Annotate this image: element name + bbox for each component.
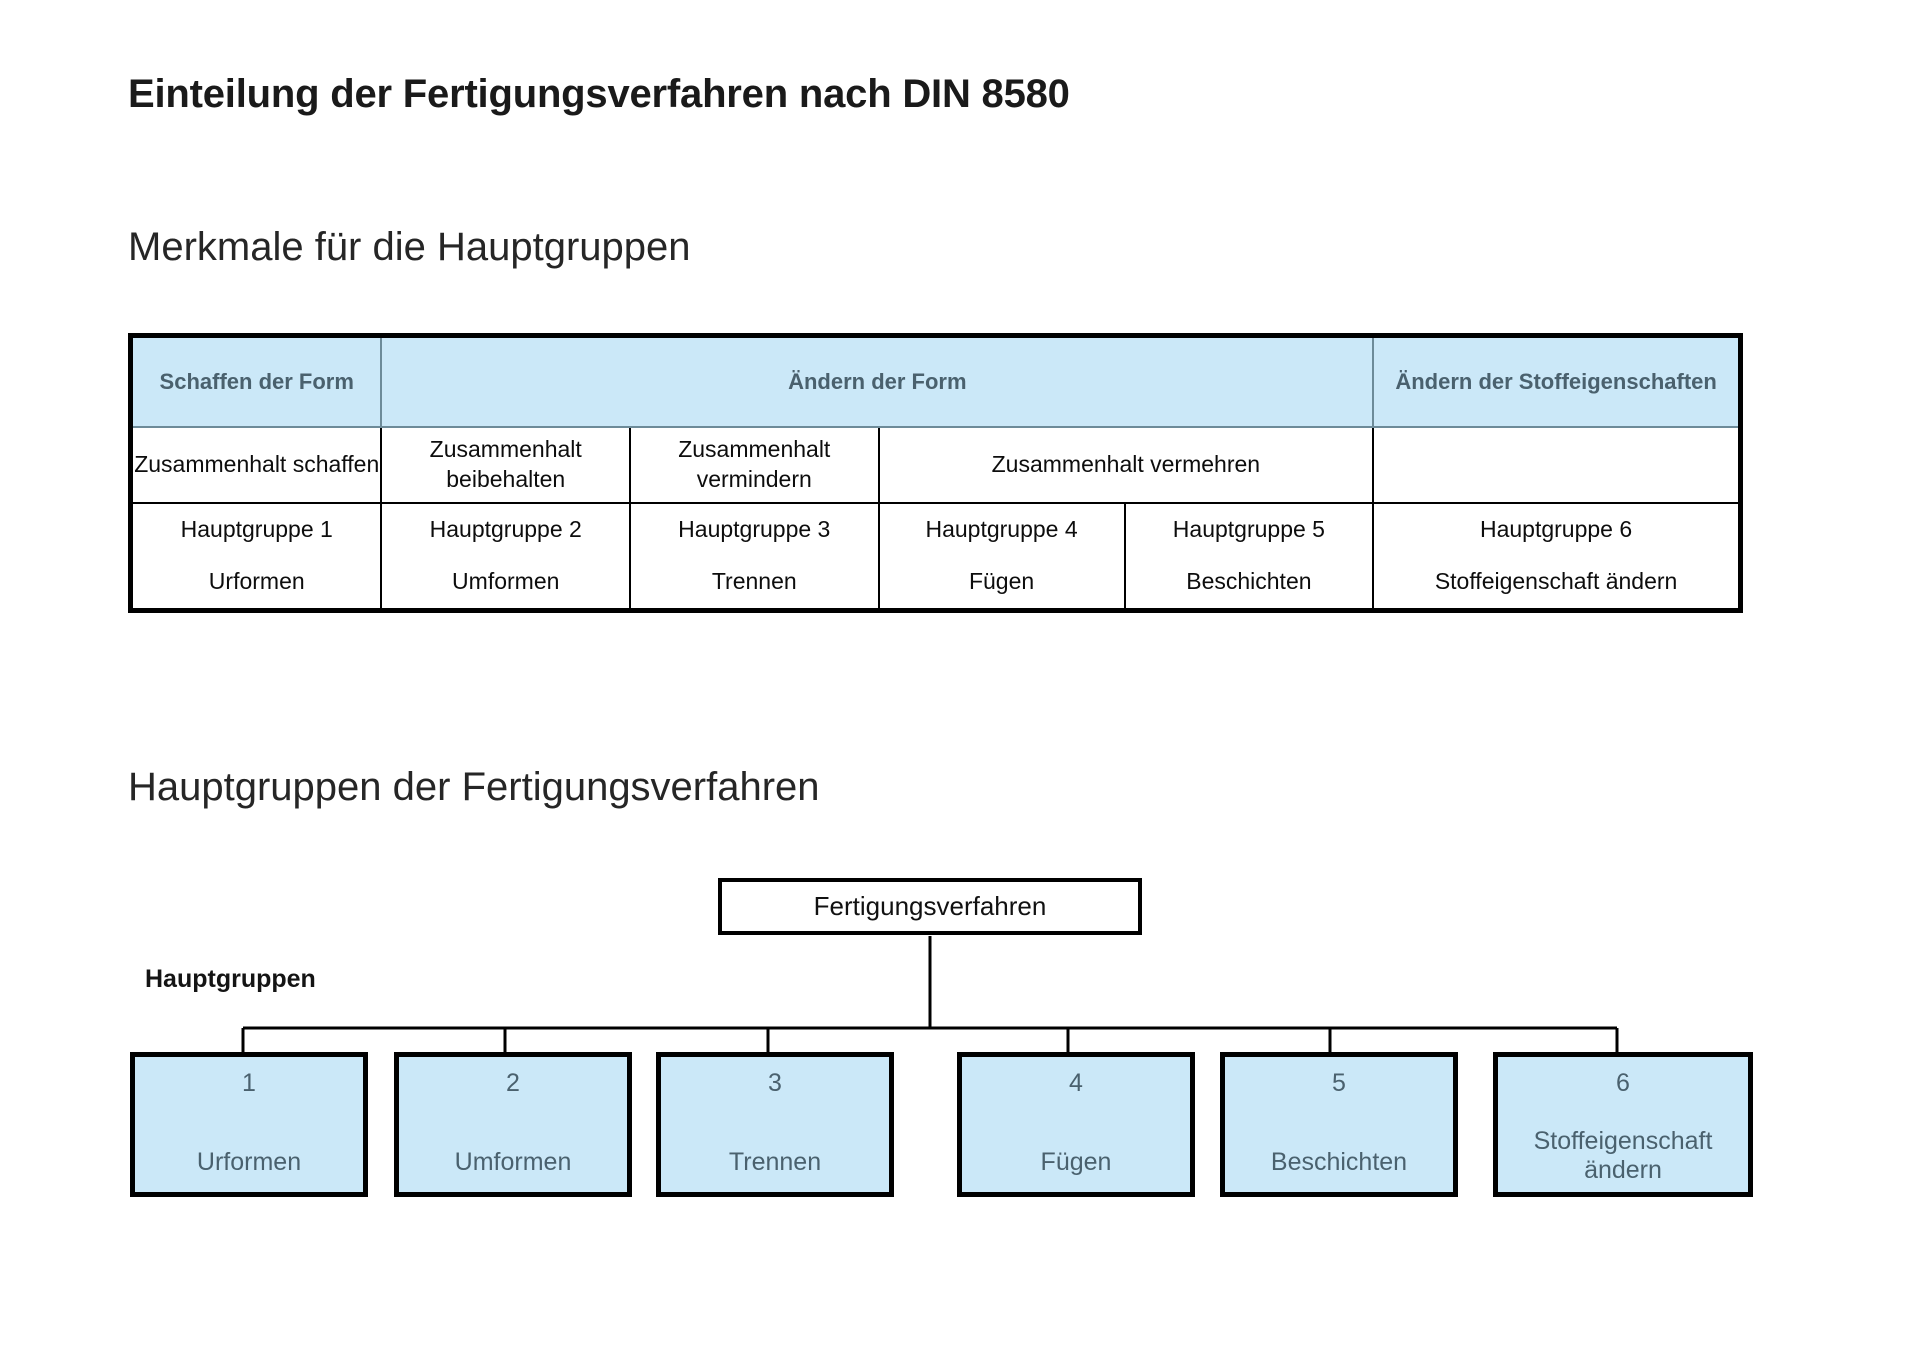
table-cell-hauptgruppe-3: Hauptgruppe 3 Trennen bbox=[629, 502, 880, 612]
hauptgruppe-3-name: Trennen bbox=[711, 568, 797, 594]
tree-node-fuegen[interactable]: 4 Fügen bbox=[957, 1052, 1195, 1197]
tree-node-urformen[interactable]: 1 Urformen bbox=[130, 1052, 368, 1197]
hauptgruppe-6-label: Hauptgruppe 6 bbox=[1479, 516, 1633, 543]
hauptgruppe-4-label: Hauptgruppe 4 bbox=[925, 516, 1078, 543]
table-header-aendern-der-form: Ändern der Form bbox=[380, 334, 1375, 428]
hauptgruppe-2-name: Umformen bbox=[452, 568, 560, 594]
hauptgruppen-tree-diagram bbox=[0, 860, 1920, 1220]
criteria-zusammenhalt-vermindern: Zusammenhalt vermindern bbox=[629, 426, 880, 504]
hauptgruppe-5-label: Hauptgruppe 5 bbox=[1172, 516, 1325, 543]
hauptgruppe-3-label: Hauptgruppe 3 bbox=[678, 516, 831, 543]
tree-node-trennen[interactable]: 3 Trennen bbox=[656, 1052, 894, 1197]
tree-node-5-number: 5 bbox=[1332, 1069, 1346, 1097]
tree-node-1-name: Urformen bbox=[196, 1147, 302, 1176]
table-cell-hauptgruppe-4: Hauptgruppe 4 Fügen bbox=[877, 502, 1126, 612]
tree-node-6-name: Stoffeigenschaft ändern bbox=[1533, 1127, 1713, 1184]
tree-node-1-number: 1 bbox=[242, 1069, 256, 1097]
tree-node-6-number: 6 bbox=[1616, 1069, 1630, 1097]
hauptgruppe-1-label: Hauptgruppe 1 bbox=[180, 516, 333, 543]
table-header-schaffen-der-form: Schaffen der Form bbox=[129, 334, 383, 428]
hauptgruppe-1-name: Urformen bbox=[208, 568, 305, 594]
hauptgruppe-2-label: Hauptgruppe 2 bbox=[429, 516, 582, 543]
table-cell-hauptgruppe-1: Hauptgruppe 1 Urformen bbox=[129, 502, 383, 612]
tree-node-5-name: Beschichten bbox=[1270, 1147, 1408, 1176]
tree-node-stoffeigenschaft-aendern[interactable]: 6 Stoffeigenschaft ändern bbox=[1493, 1052, 1753, 1197]
table-row-header: Schaffen der Form Ändern der Form Ändern… bbox=[129, 334, 1742, 428]
tree-node-4-name: Fügen bbox=[1040, 1147, 1112, 1176]
table-cell-hauptgruppe-6: Hauptgruppe 6 Stoffeigenschaft ändern bbox=[1372, 502, 1742, 612]
tree-node-4-number: 4 bbox=[1069, 1069, 1083, 1097]
tree-node-3-number: 3 bbox=[768, 1069, 782, 1097]
tree-node-2-number: 2 bbox=[506, 1069, 520, 1097]
criteria-empty bbox=[1372, 426, 1742, 504]
page-title: Einteilung der Fertigungsverfahren nach … bbox=[128, 72, 1070, 116]
table-row-groups: Hauptgruppe 1 Urformen Hauptgruppe 2 Umf… bbox=[129, 502, 1742, 612]
table-cell-hauptgruppe-2: Hauptgruppe 2 Umformen bbox=[380, 502, 631, 612]
tree-level-label: Hauptgruppen bbox=[145, 965, 316, 993]
tree-connector-lines bbox=[241, 936, 1619, 1054]
hauptgruppe-6-name: Stoffeigenschaft ändern bbox=[1434, 568, 1678, 594]
section-heading-hauptgruppen: Hauptgruppen der Fertigungsverfahren bbox=[128, 765, 820, 809]
tree-node-umformen[interactable]: 2 Umformen bbox=[394, 1052, 632, 1197]
criteria-zusammenhalt-schaffen: Zusammenhalt schaffen bbox=[129, 426, 383, 504]
criteria-zusammenhalt-vermehren: Zusammenhalt vermehren bbox=[877, 426, 1375, 504]
tree-node-beschichten[interactable]: 5 Beschichten bbox=[1220, 1052, 1458, 1197]
merkmale-table: Schaffen der Form Ändern der Form Ändern… bbox=[128, 333, 1743, 613]
section-heading-merkmale: Merkmale für die Hauptgruppen bbox=[128, 225, 691, 269]
tree-root-label: Fertigungsverfahren bbox=[813, 891, 1047, 921]
table-header-aendern-der-stoffeigenschaften: Ändern der Stoffeigenschaften bbox=[1372, 334, 1742, 428]
criteria-zusammenhalt-beibehalten: Zusammenhalt beibehalten bbox=[380, 426, 631, 504]
table-cell-hauptgruppe-5: Hauptgruppe 5 Beschichten bbox=[1123, 502, 1375, 612]
tree-node-3-name: Trennen bbox=[728, 1147, 822, 1176]
tree-root-node[interactable]: Fertigungsverfahren bbox=[718, 878, 1142, 935]
hauptgruppe-5-name: Beschichten bbox=[1186, 568, 1312, 594]
table-row-criteria: Zusammenhalt schaffen Zusammenhalt beibe… bbox=[129, 426, 1742, 504]
hauptgruppe-4-name: Fügen bbox=[968, 568, 1035, 594]
tree-node-2-name: Umformen bbox=[454, 1147, 572, 1176]
